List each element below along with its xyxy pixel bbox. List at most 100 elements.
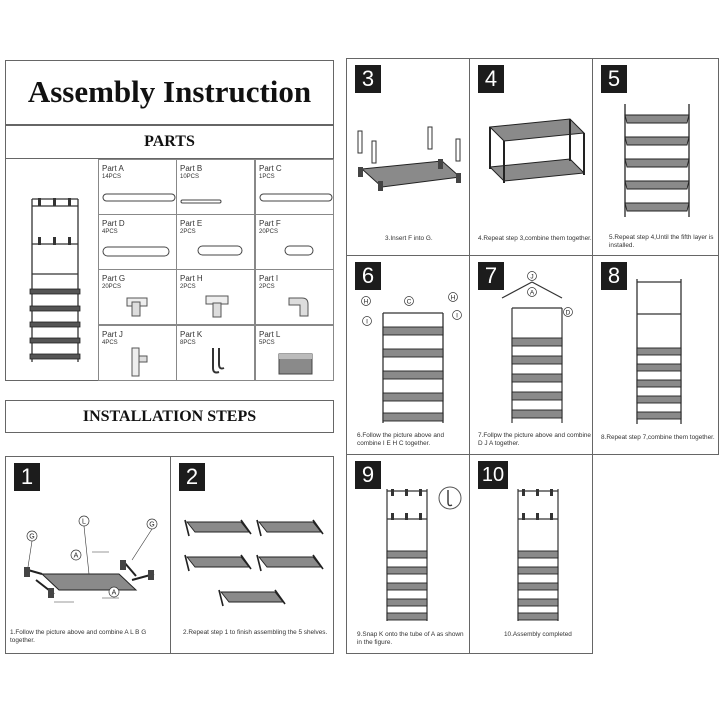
side-connector-icon [127, 346, 149, 383]
step-number: 8 [601, 262, 627, 290]
part-quantity: 5PCS [259, 340, 275, 346]
step-number: 7 [478, 262, 504, 290]
part-quantity: 10PCS [180, 174, 200, 180]
short-tube-icon [197, 244, 247, 262]
thin-rod-icon [180, 192, 240, 210]
step-6-figure: H H C I I [361, 292, 462, 423]
step-5-figure [624, 104, 690, 217]
label-g-right: G [149, 522, 154, 529]
part-name: Part G [102, 274, 126, 283]
step-number: 10 [478, 461, 508, 489]
label-h-left: H [364, 298, 369, 305]
step-number: 2 [179, 463, 205, 491]
part-name: Part F [259, 219, 281, 228]
part-name: Part B [180, 164, 203, 173]
part-quantity: 20PCS [102, 284, 122, 290]
step-9-figure [386, 489, 428, 621]
overview-rack-figure [29, 198, 81, 362]
step-number: 5 [601, 65, 627, 93]
label-h-right: H [451, 294, 456, 301]
step-7-figure: J A D [501, 271, 573, 423]
part-name: Part I [259, 274, 279, 283]
hook-icon [438, 486, 462, 510]
part-quantity: 14PCS [102, 174, 122, 180]
label-a-bottom: A [112, 590, 117, 597]
long-tube-icon [102, 190, 176, 208]
step-number: 1 [14, 463, 40, 491]
long-tube-icon [259, 190, 333, 208]
label-c: C [407, 298, 412, 305]
part-name: Part E [180, 219, 203, 228]
fabric-shelf-icon [278, 352, 314, 381]
step-2-panel: 2 2.Repeat step 1 to finish assembling t… [170, 456, 334, 654]
step-caption: 9.Snap K onto the tube of A as shown in … [357, 631, 464, 646]
double-hook-icon [205, 346, 227, 383]
corner-connector-icon [124, 292, 150, 323]
label-a: A [530, 289, 535, 296]
medium-tube-icon [102, 245, 172, 263]
label-j: J [530, 273, 533, 280]
step-2-figure [184, 519, 324, 607]
step-4-panel: 4 4.Repeat step 3,combine them together. [469, 58, 593, 256]
part-quantity: 2PCS [180, 284, 196, 290]
step-10-figure [517, 489, 559, 621]
step-caption: 2.Repeat step 1 to finish assembling the… [183, 629, 328, 636]
step-1-panel: 1 G G A A L 1.Follow the picture above a… [5, 456, 171, 654]
part-name: Part K [180, 330, 203, 339]
step-3-figure [357, 126, 462, 191]
step-caption: 1.Follow the picture above and combine A… [10, 629, 147, 644]
label-l: L [82, 519, 86, 526]
step-number: 3 [355, 65, 381, 93]
step-number: 9 [355, 461, 381, 489]
part-quantity: 4PCS [102, 340, 118, 346]
step-caption: 5.Repeat step 4,Until the fifth layer is… [609, 234, 714, 249]
step-7-panel: 7 J A D 7.Follpw the picture above and c… [469, 255, 593, 455]
label-a-top: A [74, 553, 79, 560]
step-8-figure [636, 279, 682, 424]
step-4-figure [488, 118, 586, 183]
step-6-panel: 6 H H C I I 6.Follow the picture above a… [346, 255, 470, 455]
step-caption: 6.Follow the picture above and combine I… [357, 432, 445, 447]
page-title: Assembly Instruction [5, 60, 334, 125]
part-name: Part H [180, 274, 203, 283]
label-g-left: G [29, 534, 34, 541]
part-quantity: 2PCS [259, 284, 275, 290]
part-quantity: 20PCS [259, 229, 279, 235]
label-d: D [566, 309, 571, 316]
label-i-left: I [366, 318, 368, 325]
step-caption: 10.Assembly completed [504, 631, 572, 638]
part-name: Part D [102, 219, 125, 228]
part-name: Part J [102, 330, 123, 339]
step-9-panel: 9 9.Snap K onto the tube of A as shown i… [346, 454, 470, 654]
step-caption: 7.Follpw the picture above and combine D… [478, 432, 591, 447]
step-5-panel: 5 5.Repeat step 4,Until the fifth layer … [592, 58, 719, 256]
step-number: 6 [355, 262, 381, 290]
parts-header: PARTS [5, 125, 334, 159]
step-3-panel: 3 3.Insert F into G. [346, 58, 470, 256]
step-caption: 4.Repeat step 3,combine them together. [478, 235, 592, 242]
step-10-panel: 10 10.Assembly completed [469, 454, 593, 654]
part-name: Part L [259, 330, 281, 339]
part-quantity: 8PCS [180, 340, 196, 346]
t-connector-icon [204, 291, 230, 324]
installation-header: INSTALLATION STEPS [5, 400, 334, 433]
part-quantity: 1PCS [259, 174, 275, 180]
step-caption: 3.Insert F into G. [385, 235, 433, 242]
step-caption: 8.Repeat step 7,combine them together. [601, 434, 715, 441]
part-quantity: 2PCS [180, 229, 196, 235]
stub-tube-icon [284, 244, 324, 262]
step-8-panel: 8 8.Repeat step 7,combine them together. [592, 255, 719, 455]
step-number: 4 [478, 65, 504, 93]
